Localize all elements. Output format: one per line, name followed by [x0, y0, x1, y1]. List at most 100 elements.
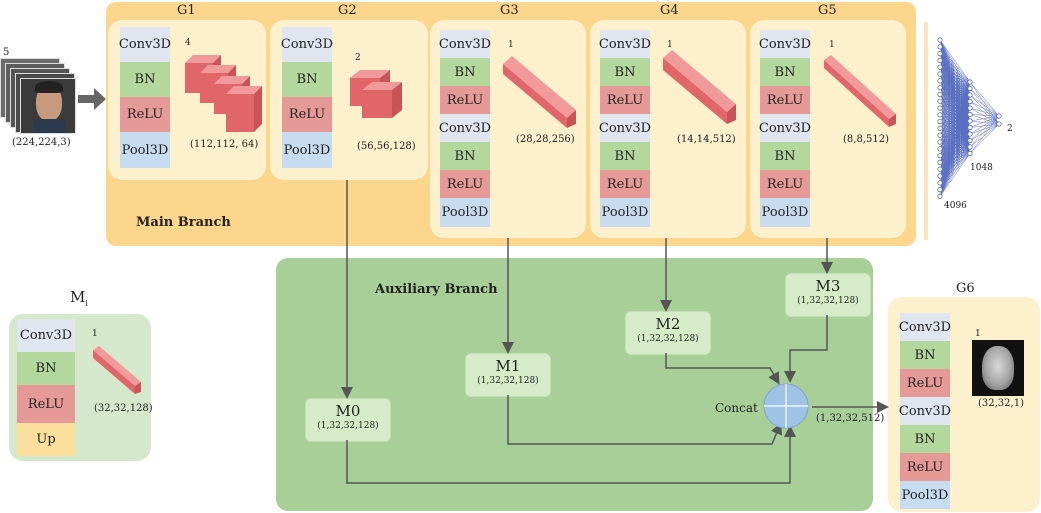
g4-channels: 1	[667, 40, 673, 50]
mi-feature-block	[93, 346, 141, 394]
bn-layer: BN	[17, 352, 75, 385]
fc-neuron	[937, 57, 943, 64]
pool3d-layer: Pool3D	[600, 198, 650, 227]
group-title-g3: G3	[500, 3, 519, 18]
fc-neuron	[937, 37, 943, 43]
g3-feature-block	[503, 56, 576, 128]
fc-neuron	[937, 98, 943, 104]
mi-shape: (32,32,128)	[94, 403, 153, 414]
g5-channels: 1	[829, 40, 835, 50]
face-image	[20, 78, 76, 134]
module-m3-shape: (1,32,32,128)	[797, 296, 859, 306]
fc-neuron	[937, 166, 943, 172]
pool3d-layer: Pool3D	[900, 481, 950, 509]
conv3d-layer: Conv3D	[439, 30, 491, 58]
bn-layer: BN	[900, 425, 950, 453]
input-arrow	[78, 88, 106, 110]
g2-channels: 2	[355, 53, 361, 63]
conv3d-layer: Conv3D	[599, 30, 651, 58]
fc-neuron	[967, 92, 973, 98]
relu-layer: ReLU	[17, 385, 75, 423]
fc-neuron	[967, 79, 973, 85]
fc-neuron	[937, 105, 943, 111]
bn-layer: BN	[900, 341, 950, 369]
fc-neuron	[937, 112, 943, 118]
module-m1-shape: (1,32,32,128)	[477, 376, 539, 386]
bn-layer: BN	[600, 58, 650, 86]
depth-map-output-image	[972, 340, 1024, 396]
g3-channels: 1	[508, 40, 514, 50]
concat-node	[763, 383, 809, 429]
group-title-g2: G2	[338, 3, 357, 18]
fc-neuron	[967, 118, 973, 124]
g6-channels: 1	[975, 329, 981, 339]
g3-shape: (28,28,256)	[516, 134, 575, 145]
g5-feature-block	[824, 55, 896, 127]
module-m1-name: M1	[495, 357, 521, 375]
fc-neuron	[967, 150, 973, 157]
fc-neuron	[937, 85, 943, 91]
fc-neuron	[967, 144, 973, 150]
fc-neuron	[967, 98, 973, 105]
fc-neuron	[937, 91, 943, 98]
fc-neuron	[937, 187, 943, 193]
relu-layer: ReLU	[440, 86, 490, 114]
fc-output-size: 2	[1007, 124, 1013, 134]
g1-channels: 4	[185, 38, 191, 48]
conv3d-layer: Conv3D	[599, 114, 651, 142]
mi-title-sub: i	[85, 299, 88, 308]
fc-neuron	[967, 111, 973, 118]
input-face-stack	[0, 58, 80, 138]
relu-layer: ReLU	[900, 453, 950, 481]
g1-shape: (112,112, 64)	[190, 139, 259, 150]
conv3d-layer: Conv3D	[119, 27, 171, 62]
mi-channels: 1	[92, 329, 98, 339]
g2-feature-blocks	[350, 70, 402, 118]
fc-neuron	[937, 125, 943, 131]
group-g3: Conv3D BN ReLU Conv3D BN ReLU Pool3D	[430, 20, 586, 238]
fc-layer2-size: 1048	[970, 163, 993, 173]
relu-layer: ReLU	[760, 86, 810, 114]
bn-layer: BN	[440, 142, 490, 170]
mi-title-main: M	[70, 288, 86, 306]
g5-shape: (8,8,512)	[843, 134, 889, 145]
fc-neuron	[937, 180, 943, 186]
bn-layer: BN	[600, 142, 650, 170]
group-g2: Conv3D BN ReLU Pool3D	[270, 20, 428, 180]
fc-neuron	[937, 153, 943, 159]
relu-layer: ReLU	[282, 97, 332, 132]
concat-label: Concat	[715, 401, 758, 415]
g6-title: G6	[956, 281, 975, 296]
module-m0-name: M0	[335, 402, 361, 420]
fc-neuron	[937, 193, 943, 199]
module-m2-name: M2	[655, 315, 681, 333]
relu-layer: ReLU	[600, 170, 650, 198]
conv3d-layer: Conv3D	[759, 30, 811, 58]
relu-layer: ReLU	[600, 86, 650, 114]
g2-shape: (56,56,128)	[357, 141, 416, 152]
module-m0-shape: (1,32,32,128)	[317, 421, 379, 431]
conv3d-layer: Conv3D	[899, 397, 951, 425]
input-shape-label: (224,224,3)	[12, 137, 71, 148]
group-g5: Conv3D BN ReLU Conv3D BN ReLU Pool3D	[750, 20, 906, 238]
fc-neuron	[937, 119, 943, 125]
conv3d-layer: Conv3D	[17, 319, 75, 352]
bn-layer: BN	[282, 62, 332, 97]
up-layer: Up	[17, 423, 75, 456]
fc-neuron	[967, 85, 973, 92]
group-g6: Conv3D BN ReLU Conv3D BN ReLU Pool3D	[888, 297, 1040, 512]
fc-neuron	[937, 44, 943, 50]
pool3d-layer: Pool3D	[760, 198, 810, 227]
pool3d-layer: Pool3D	[440, 198, 490, 227]
fc-layer1-size: 4096	[944, 201, 967, 211]
concat-shape: (1,32,32,512)	[816, 413, 885, 424]
g4-shape: (14,14,512)	[677, 134, 736, 145]
fc-neuron	[967, 105, 973, 111]
g4-feature-block	[663, 50, 736, 124]
fc-neuron	[996, 121, 1002, 127]
fc-neuron	[937, 71, 943, 77]
fc-neuron	[937, 139, 943, 145]
bn-layer: BN	[760, 58, 810, 86]
fc-neuron	[996, 113, 1002, 119]
